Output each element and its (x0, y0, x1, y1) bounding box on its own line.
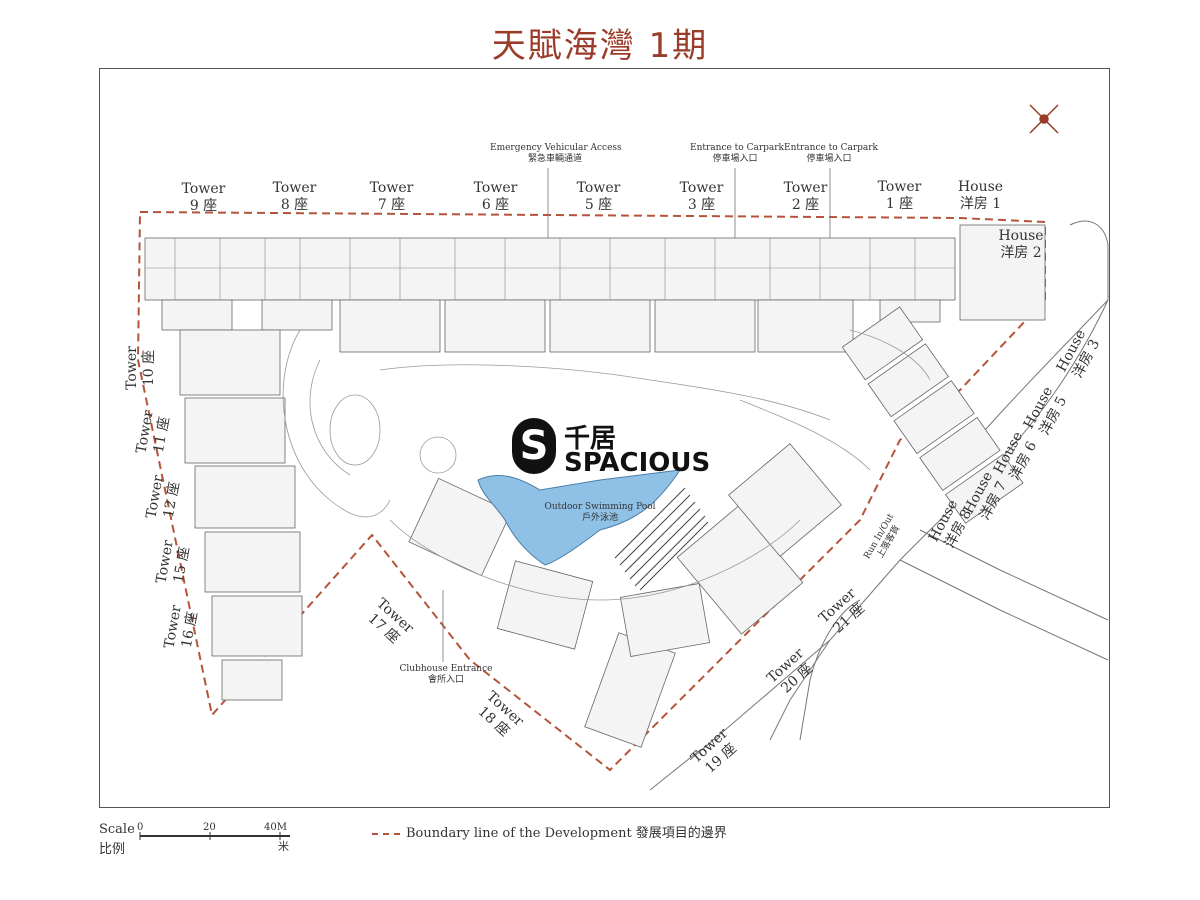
site-plan-frame (99, 68, 1110, 808)
boundary-legend: Boundary line of the Development 發展項目的邊界 (372, 822, 727, 841)
logo-cn-text: 千居 (564, 424, 617, 454)
scale-tick-40: 40M (264, 822, 287, 833)
boundary-legend-text: Boundary line of the Development 發展項目的邊界 (406, 826, 727, 841)
scale-label-cn: 比例 (99, 842, 126, 857)
bottom-tower-blocks (408, 443, 842, 748)
north-arrow-icon (1029, 104, 1059, 134)
scale-tick-20: 20 (203, 822, 216, 833)
spacious-watermark-logo: S 千居 SPACIOUS (512, 418, 710, 484)
left-tower-blocks (179, 329, 303, 701)
right-house-blocks (841, 306, 1024, 524)
pool-shape (477, 469, 682, 566)
boundary-legend-swatch (372, 832, 400, 835)
scale-tick-0: 0 (137, 822, 144, 833)
scale-unit: 米 (278, 840, 289, 853)
spacious-s-icon: S (512, 418, 556, 474)
landscape-outlines (282, 329, 931, 601)
scale-bar (139, 832, 290, 840)
logo-en-text: SPACIOUS (564, 448, 711, 478)
scale-label-en: Scale (99, 822, 135, 837)
deck-hatch (614, 487, 709, 591)
page-title: 天賦海灣 1期 (491, 26, 709, 66)
